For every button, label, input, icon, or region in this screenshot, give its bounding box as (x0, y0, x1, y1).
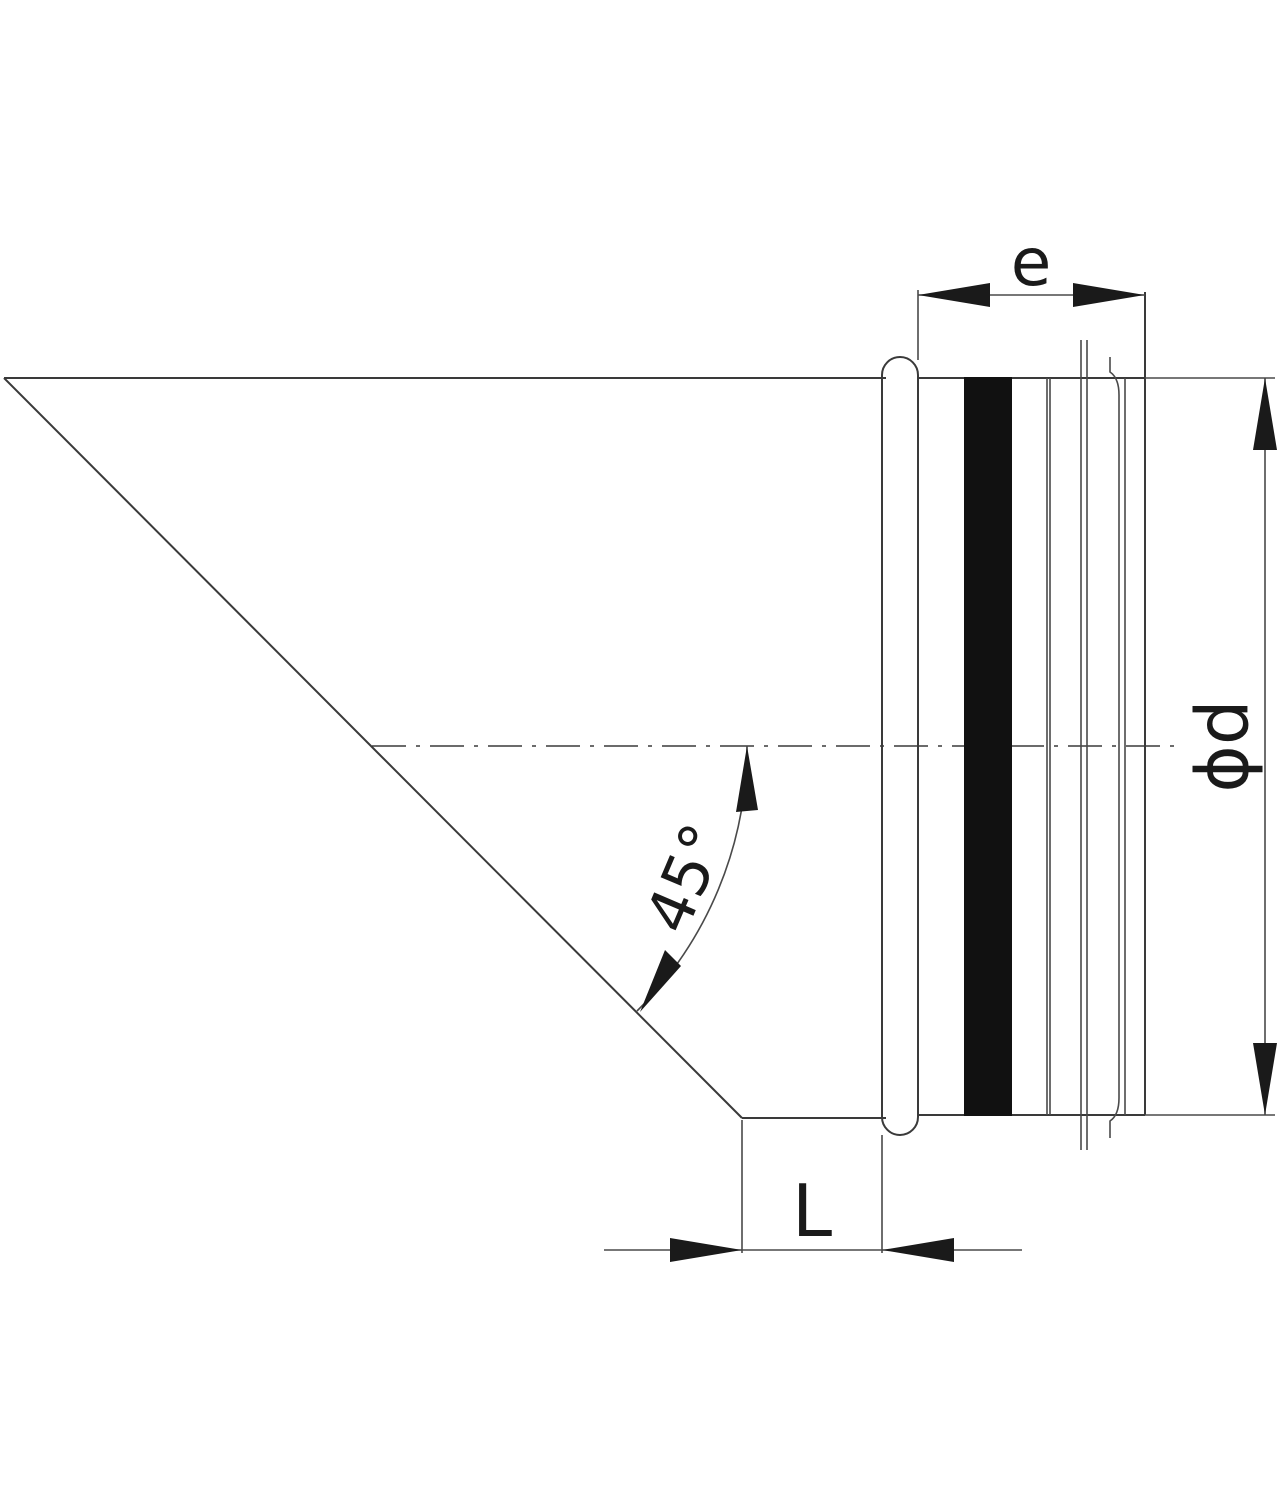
connector-sleeve (918, 292, 1146, 1150)
rubber-seal (964, 377, 1012, 1116)
bead-ring (881, 356, 919, 1136)
bead-rim (881, 356, 919, 1136)
diagonal-cut-edge (3, 377, 743, 1119)
dimension-l: L (604, 1120, 1022, 1262)
dimension-e: e (917, 224, 1145, 360)
e-arrow-right (1073, 283, 1145, 307)
dimension-angle: 45° (631, 745, 758, 1012)
angle-arrow-top (736, 746, 758, 812)
angle-arrow-bottom (640, 950, 681, 1012)
d-label: ϕd (1181, 699, 1265, 792)
dimension-diameter: ϕd (1145, 377, 1277, 1116)
fitting-body (3, 377, 886, 1119)
l-arrow-left (670, 1238, 742, 1262)
l-arrow-right (882, 1238, 954, 1262)
l-label: L (792, 1169, 832, 1253)
d-arrow-bottom (1253, 1043, 1277, 1115)
angle-label: 45° (631, 813, 741, 943)
e-arrow-left (918, 283, 990, 307)
e-label: e (1011, 224, 1052, 301)
d-arrow-top (1253, 378, 1277, 450)
end-groove (1109, 357, 1120, 1138)
